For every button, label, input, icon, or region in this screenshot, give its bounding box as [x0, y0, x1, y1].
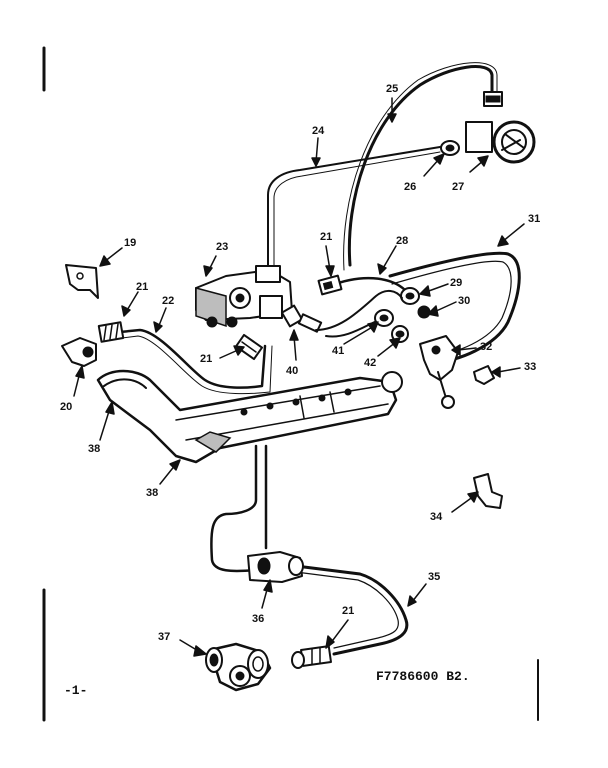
tube-35-inner	[295, 571, 399, 649]
callout-37: 37	[158, 631, 170, 643]
callout-23: 23	[216, 241, 228, 253]
fitting-29	[400, 287, 420, 305]
tube-31	[388, 251, 521, 364]
burner-38	[96, 369, 403, 464]
fitting-41	[374, 309, 394, 327]
callout-21-bottom: 21	[342, 605, 354, 617]
clip-34	[473, 473, 503, 509]
callout-29: 29	[450, 277, 462, 289]
tee-fitting-36	[247, 551, 304, 583]
callout-31: 31	[528, 213, 540, 225]
fitting-21-bottom	[291, 645, 332, 669]
callout-33: 33	[524, 361, 536, 373]
fitting-nut-26	[440, 140, 460, 156]
callout-30: 30	[458, 295, 470, 307]
callout-36: 36	[252, 613, 264, 625]
tube-24	[267, 146, 441, 276]
fitting-21-middle	[234, 333, 264, 361]
tube-31-inner	[391, 260, 512, 355]
nut-30-upper	[417, 305, 431, 319]
callout-21-upper: 21	[320, 231, 332, 243]
callout-25: 25	[386, 83, 398, 95]
lower-gas-tube	[210, 444, 258, 573]
callout-19: 19	[124, 237, 136, 249]
callout-labels: 24 25 26 27 19 23 21 28 31 21 22 29 30 3…	[60, 83, 540, 643]
tube-24-inner	[273, 151, 441, 276]
callout-20: 20	[60, 401, 72, 413]
elbow-fitting-20	[61, 337, 97, 367]
leader-arrows	[73, 97, 525, 657]
tube-22-inner	[121, 335, 273, 395]
callout-21-middle: 21	[200, 353, 212, 365]
callout-28: 28	[396, 235, 408, 247]
fitting-42	[391, 325, 409, 343]
callout-41: 41	[332, 345, 344, 357]
pilot-assembly-32	[419, 335, 459, 409]
fitting-21-upper	[317, 274, 343, 296]
bracket-19	[65, 264, 99, 299]
thermostat-tube-inner	[343, 62, 498, 271]
callout-38-lower: 38	[146, 487, 158, 499]
callout-21-left: 21	[136, 281, 148, 293]
callout-22: 22	[162, 295, 174, 307]
fitting-21-left	[97, 321, 125, 343]
callout-27: 27	[452, 181, 464, 193]
drawing-code: F7786600 B2.	[376, 669, 470, 684]
callout-34: 34	[430, 511, 443, 523]
page-number: -1-	[64, 683, 87, 698]
pilot-tube	[315, 290, 403, 331]
shutoff-valve-37	[205, 642, 272, 692]
tube-35	[294, 564, 409, 656]
callout-24: 24	[312, 125, 325, 137]
thermostat-bulb	[465, 91, 536, 164]
gas-valve-23	[195, 265, 293, 328]
thermostat-tube	[347, 65, 494, 267]
callout-26: 26	[404, 181, 416, 193]
clip-33	[473, 365, 495, 385]
callout-38-left: 38	[88, 443, 100, 455]
fitting-40	[280, 304, 323, 333]
callout-32: 32	[480, 341, 492, 353]
tube-22	[118, 328, 267, 389]
callout-40: 40	[286, 365, 298, 377]
callout-35: 35	[428, 571, 440, 583]
callout-42: 42	[364, 357, 376, 369]
